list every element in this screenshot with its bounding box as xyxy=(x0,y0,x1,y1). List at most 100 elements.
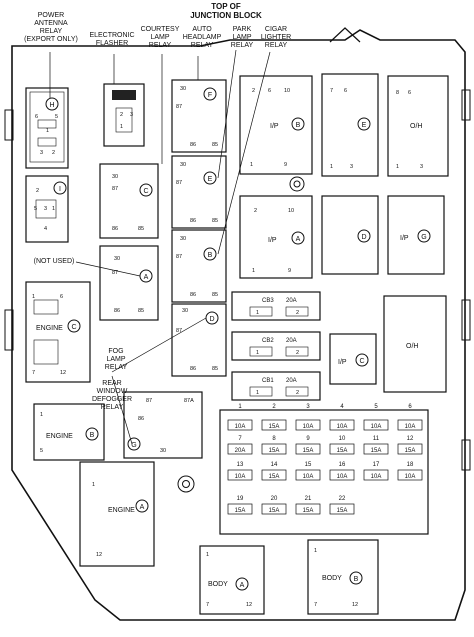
fuse-number: 10 xyxy=(339,436,346,442)
svg-text:86: 86 xyxy=(138,416,144,422)
svg-text:2: 2 xyxy=(296,390,299,396)
fuse-rating: 10A xyxy=(371,424,382,430)
svg-text:85: 85 xyxy=(212,366,218,372)
svg-text:5: 5 xyxy=(34,206,37,212)
svg-text:O/H: O/H xyxy=(406,343,418,350)
svg-text:87: 87 xyxy=(176,180,182,186)
fog-lamp-relay-label: FOG LAMP RELAY xyxy=(104,348,128,371)
circuit-breaker-rating: 20A xyxy=(286,378,297,384)
svg-text:D: D xyxy=(209,316,214,323)
svg-text:3: 3 xyxy=(40,150,43,156)
fuse-cell xyxy=(295,503,321,515)
svg-text:5: 5 xyxy=(55,114,58,120)
svg-text:G: G xyxy=(131,442,136,449)
circuit-breaker-name: CB3 xyxy=(262,298,274,304)
svg-text:12: 12 xyxy=(246,602,252,608)
svg-text:ENGINE: ENGINE xyxy=(108,507,135,514)
svg-text:85: 85 xyxy=(138,226,144,232)
fuse-cell xyxy=(295,469,321,481)
fuse-column-number: 6 xyxy=(408,404,412,410)
svg-text:1: 1 xyxy=(250,162,253,168)
svg-text:3: 3 xyxy=(130,112,133,118)
svg-text:86: 86 xyxy=(190,218,196,224)
fuse-cell xyxy=(329,419,355,431)
svg-text:C: C xyxy=(71,324,76,331)
fuse-cell xyxy=(227,503,253,515)
svg-text:87: 87 xyxy=(176,254,182,260)
svg-text:A: A xyxy=(240,582,245,589)
fuse-number: 11 xyxy=(373,436,380,442)
svg-text:1: 1 xyxy=(40,412,43,418)
engine-connector-a: ENGINE A 112 xyxy=(79,461,155,567)
svg-text:87: 87 xyxy=(112,186,118,192)
svg-text:86: 86 xyxy=(190,142,196,148)
fuse-number: 19 xyxy=(237,496,244,502)
svg-text:8: 8 xyxy=(396,90,399,96)
not-used-label: (NOT USED) xyxy=(33,258,75,265)
svg-text:87: 87 xyxy=(176,328,182,334)
fuse-rating: 15A xyxy=(405,448,416,454)
svg-text:1: 1 xyxy=(256,350,259,356)
svg-text:1: 1 xyxy=(314,548,317,554)
fuse-number: 18 xyxy=(407,462,414,468)
svg-text:3: 3 xyxy=(350,164,353,170)
svg-text:1: 1 xyxy=(256,390,259,396)
svg-text:2: 2 xyxy=(252,88,255,94)
svg-text:BODY: BODY xyxy=(322,575,342,582)
svg-text:B: B xyxy=(296,122,301,129)
svg-text:A: A xyxy=(144,274,149,281)
svg-text:85: 85 xyxy=(212,218,218,224)
fuse-column-number: 1 xyxy=(238,404,242,410)
svg-text:87: 87 xyxy=(112,270,118,276)
svg-text:6: 6 xyxy=(268,88,271,94)
svg-text:1: 1 xyxy=(52,206,55,212)
fuse-rating: 15A xyxy=(337,508,348,514)
fuse-rating: 10A xyxy=(337,474,348,480)
fuse-number: 14 xyxy=(271,462,278,468)
svg-text:86: 86 xyxy=(190,292,196,298)
svg-text:3: 3 xyxy=(420,164,423,170)
fuse-rating: 20A xyxy=(235,448,246,454)
fuse-rating: 10A xyxy=(303,474,314,480)
fuse-rating: 15A xyxy=(235,508,246,514)
engine-connector-b: ENGINE B 15 xyxy=(33,403,105,461)
svg-text:1: 1 xyxy=(330,164,333,170)
svg-text:D: D xyxy=(361,234,366,241)
svg-text:ENGINE: ENGINE xyxy=(46,433,73,440)
svg-text:1: 1 xyxy=(92,482,95,488)
circuit-breaker-rating: 20A xyxy=(286,298,297,304)
fuse-number: 15 xyxy=(305,462,312,468)
circuit-breaker-rating: 20A xyxy=(286,338,297,344)
cigar-lighter-relay-label: CIGAR LIGHTER RELAY xyxy=(260,26,292,49)
svg-text:85: 85 xyxy=(212,292,218,298)
svg-text:A: A xyxy=(140,504,145,511)
svg-text:2: 2 xyxy=(296,310,299,316)
svg-text:30: 30 xyxy=(182,308,188,314)
fuse-cell xyxy=(363,419,389,431)
ip-connector-c: I/P C xyxy=(329,333,377,385)
svg-text:4: 4 xyxy=(44,226,47,232)
svg-text:30: 30 xyxy=(180,86,186,92)
circuit-breaker-name: CB2 xyxy=(262,338,274,344)
rear-window-defogger-relay-label: REAR WINDOW DEFOGGER RELAY xyxy=(91,380,133,411)
auto-headlamp-relay-label: AUTO HEADLAMP RELAY xyxy=(182,26,222,49)
electronic-flasher-label: ELECTRONIC FLASHER xyxy=(89,32,135,47)
cavity-letter-h: H xyxy=(49,102,54,109)
junction-block-outline xyxy=(11,29,466,621)
svg-text:6: 6 xyxy=(344,88,347,94)
svg-text:85: 85 xyxy=(138,308,144,314)
svg-text:BODY: BODY xyxy=(208,581,228,588)
